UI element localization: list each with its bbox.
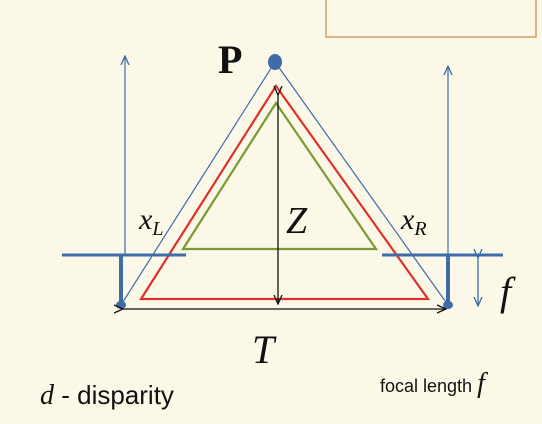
point-p-marker xyxy=(268,54,282,70)
point-p-label: P xyxy=(218,37,242,82)
focal-length-symbol: f xyxy=(500,269,516,314)
focal-length-caption: focal length f xyxy=(380,368,488,399)
green-triangle xyxy=(180,101,379,251)
right-image-coordinate-label: xR xyxy=(400,203,427,240)
top-right-box xyxy=(325,0,537,38)
depth-label: Z xyxy=(286,200,308,242)
left-image-coordinate-label: xL xyxy=(138,203,163,240)
baseline-label: T xyxy=(252,327,277,372)
disparity-caption: d - disparity xyxy=(40,380,174,411)
right-camera-center xyxy=(443,301,453,309)
left-camera-center xyxy=(116,301,126,309)
left-ray xyxy=(120,61,276,306)
red-triangle xyxy=(139,84,431,301)
right-ray xyxy=(274,61,449,306)
